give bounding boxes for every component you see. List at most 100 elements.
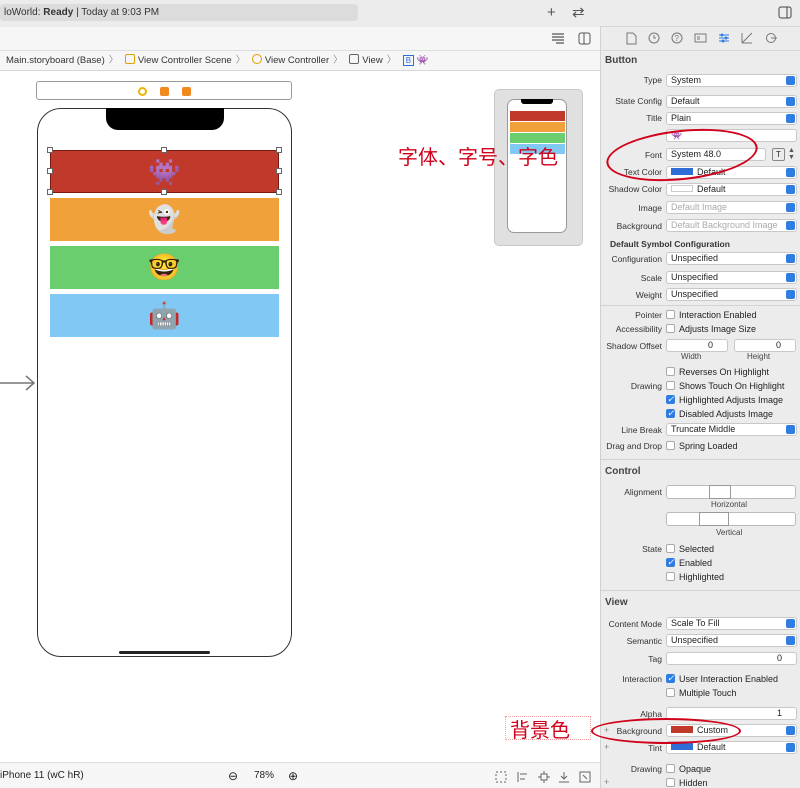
title-text-field[interactable]: 👾 <box>666 129 797 142</box>
line-break-popup[interactable]: Truncate Middle <box>666 423 797 436</box>
emoji-button-4[interactable]: 🤖 <box>50 294 279 337</box>
inspector-tabs <box>600 27 800 51</box>
background-image-combo[interactable]: Default Background Image <box>666 219 797 232</box>
swap-icon[interactable]: ⇄ <box>572 4 585 21</box>
highlighted-adjusts-image-checkbox[interactable]: Highlighted Adjusts Image <box>666 393 783 406</box>
shows-touch-checkbox[interactable]: Shows Touch On Highlight <box>666 380 784 392</box>
breadcrumb-button[interactable]: B 👾 <box>402 51 428 71</box>
adjusts-image-size-checkbox[interactable]: Adjusts Image Size <box>666 323 756 335</box>
opaque-checkbox[interactable]: Opaque <box>666 763 711 775</box>
tag-label: Tag <box>648 654 662 664</box>
resolve-issues-icon[interactable] <box>558 771 570 783</box>
font-stepper-icon[interactable]: ▲▼ <box>788 147 795 161</box>
zoom-level[interactable]: 78% <box>254 770 275 781</box>
add-icon[interactable]: + <box>547 4 556 21</box>
state-config-popup[interactable]: Default <box>666 95 797 108</box>
chevron-updown-icon <box>786 743 795 752</box>
background-annotation: 背景色 <box>510 720 570 742</box>
breadcrumb-storyboard[interactable]: Main.storyboard (Base) <box>6 55 105 66</box>
disabled-adjusts-image-checkbox[interactable]: Disabled Adjusts Image <box>666 407 773 420</box>
center-vertical-segment[interactable] <box>699 512 729 526</box>
connections-inspector-icon[interactable] <box>765 32 777 44</box>
weight-popup[interactable]: Unspecified <box>666 288 797 301</box>
add-variation-icon[interactable]: + <box>604 742 610 752</box>
center-alignment-segment[interactable] <box>709 485 731 499</box>
tint-label: Tint <box>648 743 662 753</box>
device-config[interactable]: iPhone 11 (wC hR) <box>0 770 84 781</box>
resize-handle[interactable] <box>276 147 282 153</box>
multiple-touch-checkbox[interactable]: Multiple Touch <box>666 687 736 699</box>
resize-handle[interactable] <box>47 168 53 174</box>
title-label: Title <box>646 113 662 123</box>
shadow-offset-height-field[interactable]: 0 <box>734 339 796 352</box>
configuration-popup[interactable]: Unspecified <box>666 252 797 265</box>
resize-handle[interactable] <box>47 189 53 195</box>
canvas-bottom-bar: iPhone 11 (wC hR) ⊖ 78% ⊕ <box>0 762 600 788</box>
resize-handle[interactable] <box>161 189 167 195</box>
resize-handle[interactable] <box>47 147 53 153</box>
semantic-popup[interactable]: Unspecified <box>666 634 797 647</box>
background-image-label: Background <box>616 221 662 231</box>
zoom-out-icon[interactable]: ⊖ <box>228 769 239 783</box>
title-popup[interactable]: Plain <box>666 112 797 125</box>
inspector-toggle-icon[interactable] <box>778 6 792 19</box>
section-control: Control <box>605 466 641 477</box>
embed-in-icon[interactable] <box>579 771 591 783</box>
button-icon: B <box>402 55 414 66</box>
user-interaction-checkbox[interactable]: User Interaction Enabled <box>666 672 778 685</box>
lines-icon[interactable] <box>551 33 565 44</box>
resize-handle[interactable] <box>161 147 167 153</box>
editor-split-icon[interactable] <box>578 32 591 45</box>
emoji-button-2[interactable]: 👻 <box>50 198 279 241</box>
hidden-checkbox[interactable]: Hidden <box>666 777 708 788</box>
enabled-checkbox[interactable]: Enabled <box>666 556 712 569</box>
font-field[interactable]: System 48.0 <box>666 148 766 161</box>
tag-field[interactable]: 0 <box>666 652 797 665</box>
breadcrumb-scene[interactable]: View Controller Scene <box>124 51 232 71</box>
breadcrumb-view[interactable]: View <box>349 51 383 71</box>
chevron-updown-icon <box>786 97 795 106</box>
add-constraints-icon[interactable] <box>538 771 550 783</box>
minimap-button-1 <box>510 111 565 121</box>
alpha-field[interactable]: 1 <box>666 707 797 720</box>
selected-checkbox[interactable]: Selected <box>666 543 714 555</box>
shadow-offset-width-field[interactable]: 0 <box>666 339 728 352</box>
file-inspector-icon[interactable] <box>626 32 637 45</box>
breadcrumb-view-controller[interactable]: View Controller <box>251 51 329 71</box>
vertical-alignment-control[interactable] <box>666 512 796 526</box>
exit-icon[interactable] <box>182 87 191 96</box>
minimap-phone <box>507 99 567 233</box>
help-inspector-icon[interactable]: ? <box>671 32 683 44</box>
size-inspector-icon[interactable] <box>741 32 753 44</box>
type-popup[interactable]: System <box>666 74 797 87</box>
entry-point-arrow-icon[interactable] <box>0 373 36 393</box>
shadow-color-popup[interactable]: Default <box>666 183 797 196</box>
highlighted-checkbox[interactable]: Highlighted <box>666 571 724 583</box>
reverses-on-highlight-checkbox[interactable]: Reverses On Highlight <box>666 366 769 378</box>
update-frames-icon[interactable] <box>495 771 507 783</box>
scale-popup[interactable]: Unspecified <box>666 271 797 284</box>
add-variation-icon[interactable]: + <box>604 777 610 787</box>
status-time: Today at 9:03 PM <box>81 7 160 18</box>
horizontal-alignment-control[interactable] <box>666 485 796 499</box>
emoji-button-1[interactable]: 👾 <box>50 150 279 193</box>
view-icon <box>349 54 360 64</box>
emoji-button-3[interactable]: 🤓 <box>50 246 279 289</box>
pointer-interaction-checkbox[interactable]: Interaction Enabled <box>666 309 757 321</box>
resize-handle[interactable] <box>276 189 282 195</box>
content-mode-popup[interactable]: Scale To Fill <box>666 617 797 630</box>
spring-loaded-checkbox[interactable]: Spring Loaded <box>666 440 738 452</box>
text-color-popup[interactable]: Default <box>666 166 797 179</box>
font-picker-icon[interactable]: T <box>772 148 785 161</box>
view-controller-dock-icon[interactable] <box>138 87 147 96</box>
zoom-in-icon[interactable]: ⊕ <box>288 769 299 783</box>
first-responder-icon[interactable] <box>160 87 169 96</box>
semantic-label: Semantic <box>626 636 662 646</box>
identity-inspector-icon[interactable] <box>694 32 707 44</box>
align-icon[interactable] <box>517 771 529 783</box>
history-inspector-icon[interactable] <box>648 32 660 44</box>
tint-popup[interactable]: Default <box>666 741 797 754</box>
resize-handle[interactable] <box>276 168 282 174</box>
image-combo[interactable]: Default Image <box>666 201 797 214</box>
attributes-inspector-icon[interactable] <box>718 32 730 44</box>
